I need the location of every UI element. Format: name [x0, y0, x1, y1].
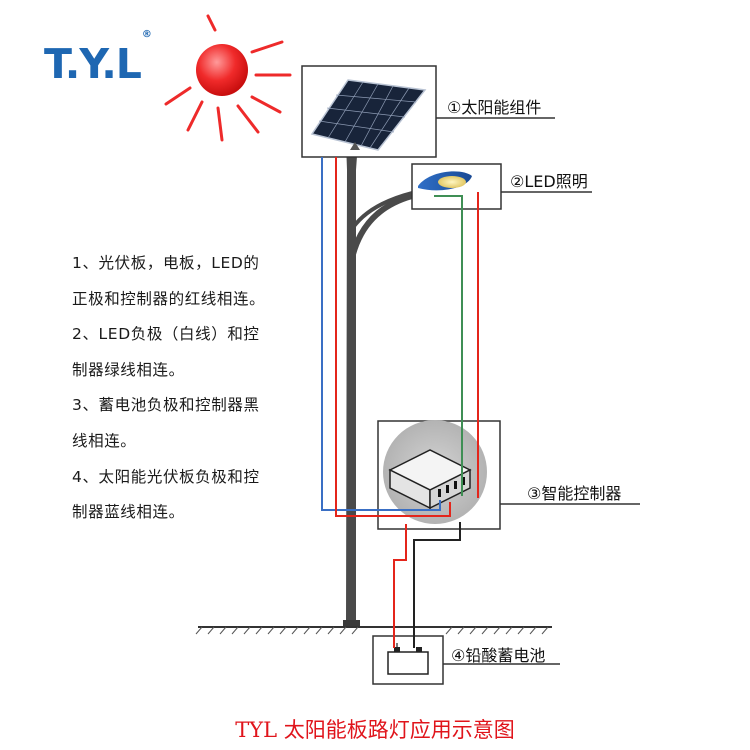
- note-line: 正极和控制器的红线相连。: [72, 289, 266, 308]
- blue-wire: [321, 157, 441, 511]
- logo-text: T.Y.L: [44, 40, 142, 88]
- controller-icon: [388, 449, 472, 510]
- diagram-caption: TYL 太阳能板路灯应用示意图: [235, 718, 515, 742]
- label-battery: ④铅酸蓄电池: [451, 646, 546, 665]
- green-wire: [434, 195, 463, 496]
- black-wire: [413, 522, 461, 648]
- note-line: 4、太阳能光伏板负极和控: [72, 467, 260, 486]
- note-line: 2、LED负极（白线）和控: [72, 325, 260, 344]
- street-light-pole: [343, 142, 421, 626]
- sun-icon: [164, 14, 292, 142]
- tyl-logo: T.Y.L®: [44, 29, 152, 88]
- ground: [195, 626, 552, 635]
- wiring: [321, 157, 479, 648]
- battery-box: [372, 635, 444, 685]
- label-controller: ③智能控制器: [527, 484, 622, 503]
- led-lamp-icon: [418, 171, 472, 191]
- label-solar-panel: ①太阳能组件: [447, 98, 542, 117]
- red-wire-battery: [393, 524, 407, 648]
- solar-panel-icon: [310, 79, 427, 151]
- battery-icon: [387, 643, 429, 675]
- note-line: 制器蓝线相连。: [72, 503, 185, 522]
- red-wire-panel: [335, 157, 451, 517]
- note-line: 线相连。: [72, 431, 137, 450]
- wiring-notes: 1、光伏板，电板，LED的 正极和控制器的红线相连。 2、LED负极（白线）和控…: [72, 246, 312, 531]
- registered-mark: ®: [141, 29, 152, 41]
- note-line: 制器绿线相连。: [72, 360, 185, 379]
- note-line: 3、蓄电池负极和控制器黑: [72, 396, 260, 415]
- label-led-light: ②LED照明: [510, 172, 588, 191]
- note-line: 1、光伏板，电板，LED的: [72, 254, 260, 272]
